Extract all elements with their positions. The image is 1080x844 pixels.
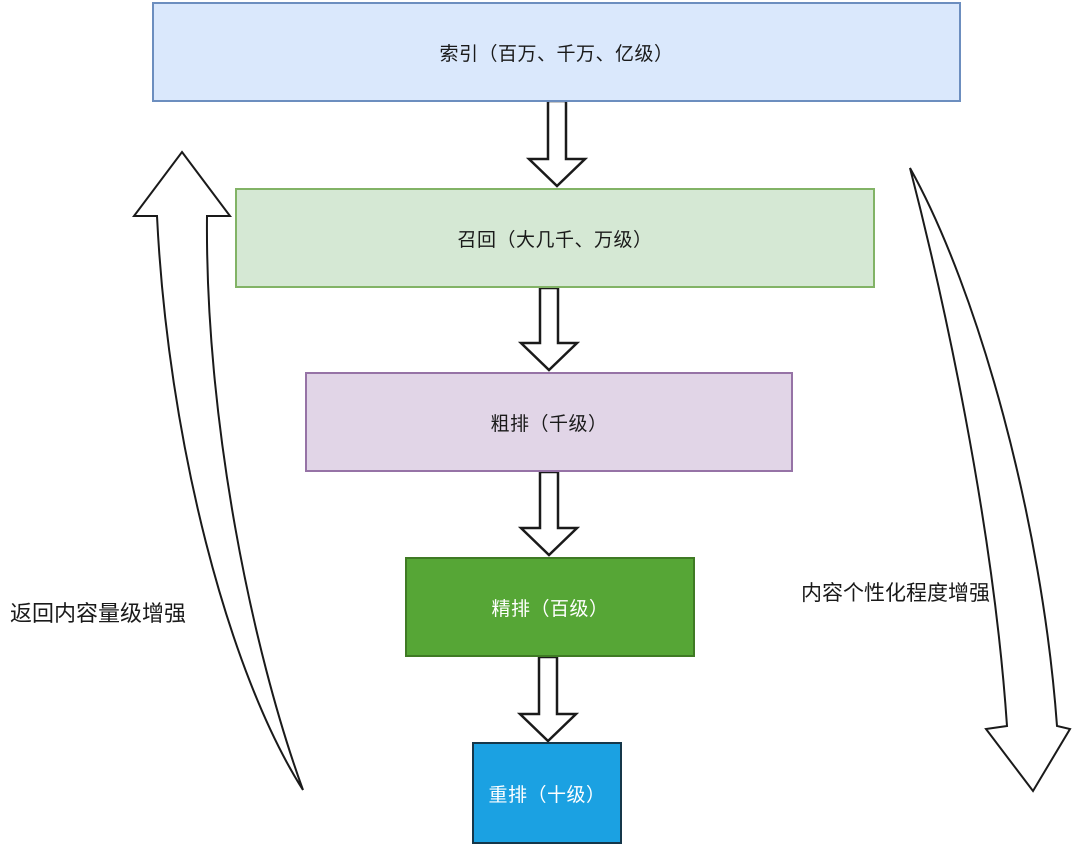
left-annotation-label: 返回内容量级增强	[10, 601, 187, 626]
stage-coarse-rank: 粗排（千级）	[305, 372, 793, 472]
right-annotation-label: 内容个性化程度增强	[801, 582, 990, 605]
stage-fine-rank: 精排（百级）	[405, 557, 695, 657]
down-arrow-right	[909, 167, 1072, 793]
stage-fine-rank-label: 精排（百级）	[491, 598, 609, 620]
stage-re-rank: 重排（十级）	[472, 742, 622, 844]
stage-coarse-rank-label: 粗排（千级）	[490, 413, 608, 435]
stage-index-label: 索引（百万、千万、亿级）	[439, 43, 674, 65]
stage-recall: 召回（大几千、万级）	[235, 188, 875, 288]
stage-index: 索引（百万、千万、亿级）	[152, 2, 961, 102]
flow-arrow-index-to-recall	[525, 99, 589, 188]
stage-re-rank-label: 重排（十级）	[488, 784, 606, 806]
flow-arrow-fine-to-rerank	[516, 655, 580, 743]
flow-arrow-recall-to-coarse	[517, 286, 581, 372]
stage-recall-label: 召回（大几千、万级）	[457, 229, 653, 251]
flow-arrow-coarse-to-fine	[517, 470, 581, 557]
